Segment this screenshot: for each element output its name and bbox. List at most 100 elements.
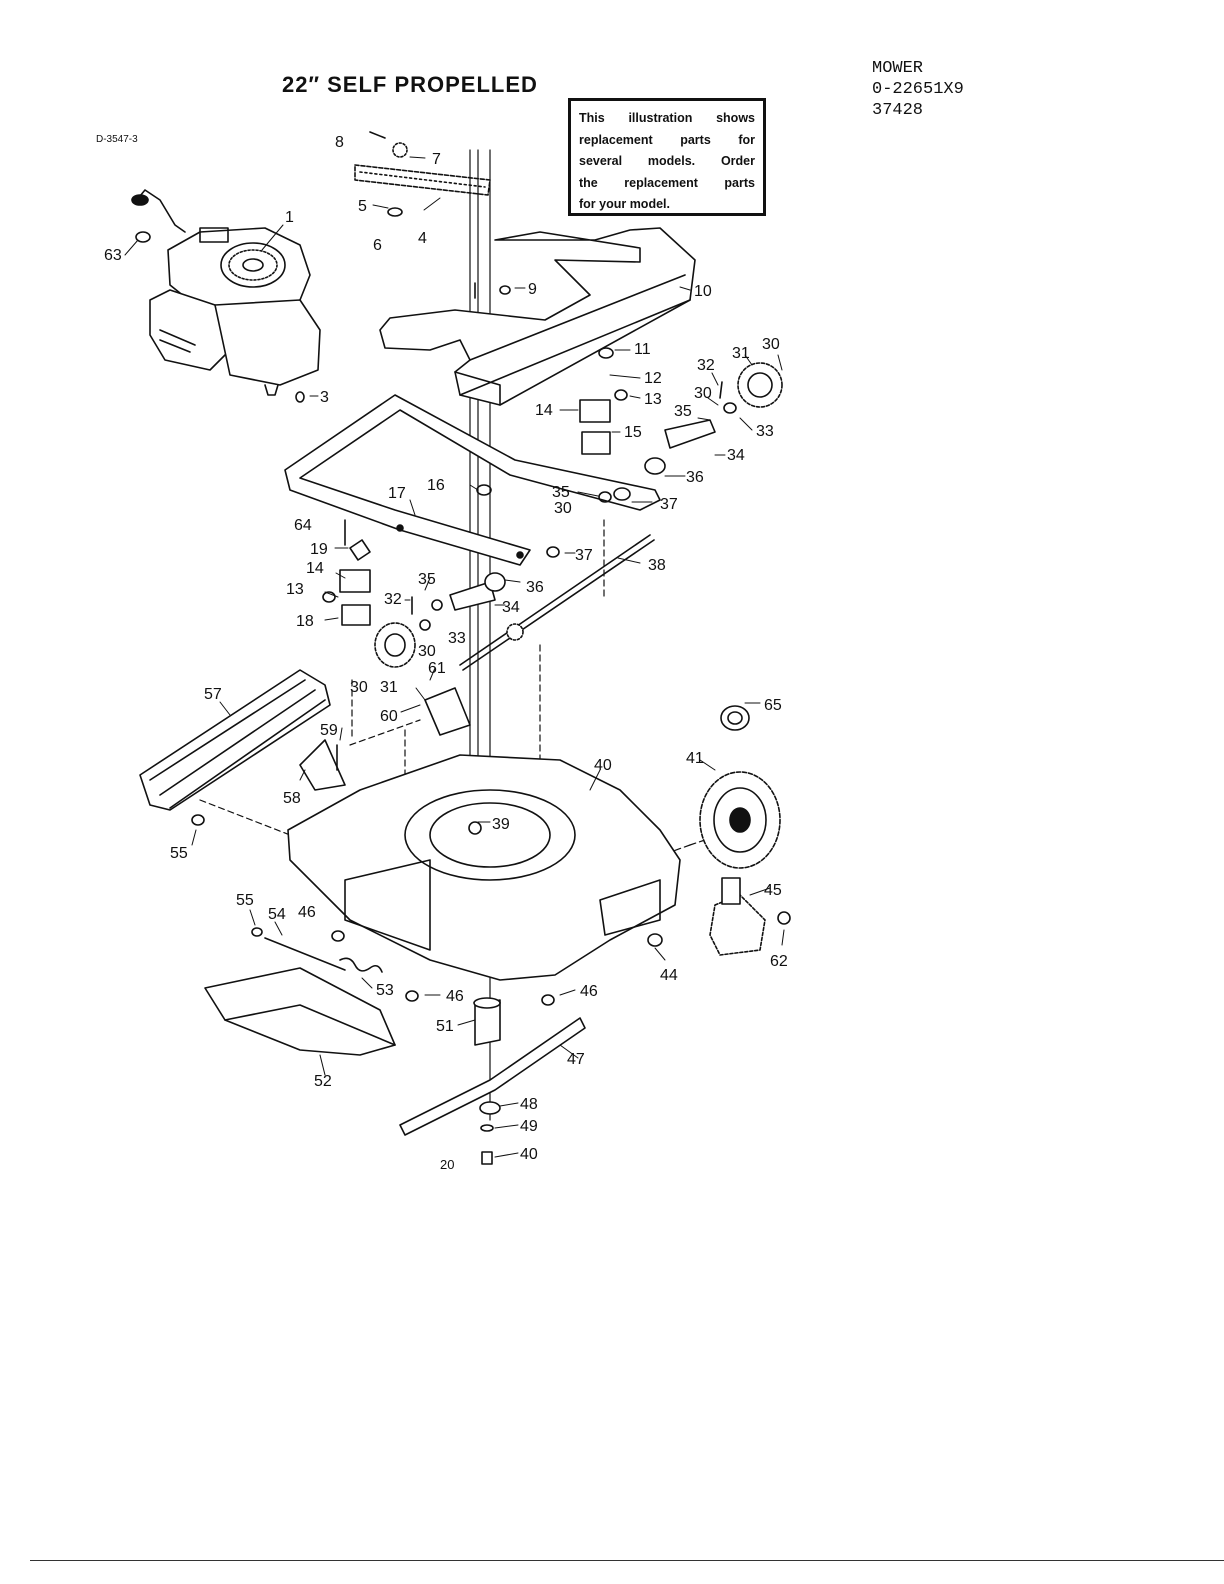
part-label: 46 [580,983,598,1000]
part-label: 49 [520,1118,538,1135]
part-label: 35 [552,484,570,501]
height-lever-45 [709,877,766,956]
part-label: 52 [314,1073,332,1090]
part-label: 11 [634,341,651,358]
rear-baffle [139,669,331,811]
part-label: 9 [528,281,537,298]
part-label: 65 [764,697,782,714]
part-label: 40 [520,1146,538,1163]
part-label: 31 [380,679,398,696]
part-label: 12 [644,370,662,387]
bottom-rule [30,1560,1224,1561]
pinion-gear-left [374,622,416,668]
part-label: 1 [285,209,294,226]
part-label: 18 [296,613,314,630]
part-label: 8 [335,134,344,151]
model-number: 0-22651X9 [872,80,964,99]
part-label: 13 [286,581,304,598]
height-adjuster-left [339,539,506,626]
part-label: 61 [428,660,446,677]
part-label: 46 [446,988,464,1005]
bracket-61 [424,687,471,736]
blade-hardware [479,1101,501,1165]
notice-line: for your model. [579,197,670,211]
rear-wheel [699,771,781,869]
part-label: 57 [204,686,222,703]
top-cover [379,227,696,406]
part-label: 14 [535,402,553,419]
part-label: 58 [283,790,301,807]
part-label: 34 [502,599,520,616]
notice-line: This illustration shows [579,111,755,125]
part-label: 51 [436,1018,454,1035]
part-label: 38 [648,557,666,574]
part-label: 55 [170,845,188,862]
part-label: 36 [686,469,704,486]
mower-deck [287,754,681,981]
drive-chain [354,131,491,217]
part-label: 44 [660,967,678,984]
part-label: 6 [373,237,382,254]
notice-line: several models. Order [579,154,755,168]
part-label: 55 [236,892,254,909]
diagram-title: 22″ SELF PROPELLED [282,72,538,97]
handle-frame [284,394,661,566]
part-label: 60 [380,708,398,725]
part-label: 5 [358,198,367,215]
part-label: 4 [418,230,427,247]
part-label: 39 [492,816,510,833]
part-label: 17 [388,485,406,502]
part-label: 7 [432,151,441,168]
drive-axle [459,534,655,671]
replacement-parts-notice: This illustration shows replacement part… [568,98,766,216]
page-number: 20 [440,1157,455,1172]
leader-lines [124,156,785,1158]
notice-line: the replacement parts [579,175,755,190]
part-label: 45 [764,882,782,899]
drawing-id: D-3547-3 [96,134,138,145]
part-label: 14 [306,560,324,577]
part-label: 59 [320,722,338,739]
part-label: 35 [674,403,692,420]
part-label: 30 [694,385,712,402]
part-label: 13 [644,391,662,408]
part-label: 36 [526,579,544,596]
part-label: 15 [624,424,642,441]
height-adjuster-right [579,399,716,501]
bushing-65 [720,705,750,731]
part-label: 47 [567,1051,585,1068]
part-label: 30 [350,679,368,696]
blade-adapter [473,997,501,1046]
discharge-deflector [204,967,396,1056]
pinion-gear-right [737,362,783,408]
part-label: 48 [520,1096,538,1113]
part-label: 33 [756,423,774,440]
part-label: 33 [448,630,466,647]
part-label: 40 [594,757,612,774]
part-label: 54 [268,906,286,923]
part-label: 30 [554,500,572,517]
engine-assembly [131,189,321,396]
part-label: 64 [294,517,312,534]
part-label: 41 [686,750,704,767]
notice-line: replacement parts for [579,132,755,147]
part-label: 62 [770,953,788,970]
part-label: 46 [298,904,316,921]
bracket-58 [299,739,346,791]
part-label: 35 [418,571,436,588]
part-label: 63 [104,247,122,264]
part-label: 32 [384,591,402,608]
part-label: 10 [694,283,712,300]
part-label: 53 [376,982,394,999]
catalog-code: 37428 [872,101,924,120]
part-label: 19 [310,541,328,558]
part-label: 16 [427,477,445,494]
part-label: 3 [320,389,329,406]
part-label: 30 [762,336,780,353]
part-label: 32 [697,357,715,374]
product-label: MOWER [872,59,924,78]
mower-blade [399,1017,586,1136]
part-labels: 1 3 4 5 6 7 8 9 10 11 12 13 13 14 14 15 … [104,134,788,1163]
part-label: 37 [660,496,678,513]
